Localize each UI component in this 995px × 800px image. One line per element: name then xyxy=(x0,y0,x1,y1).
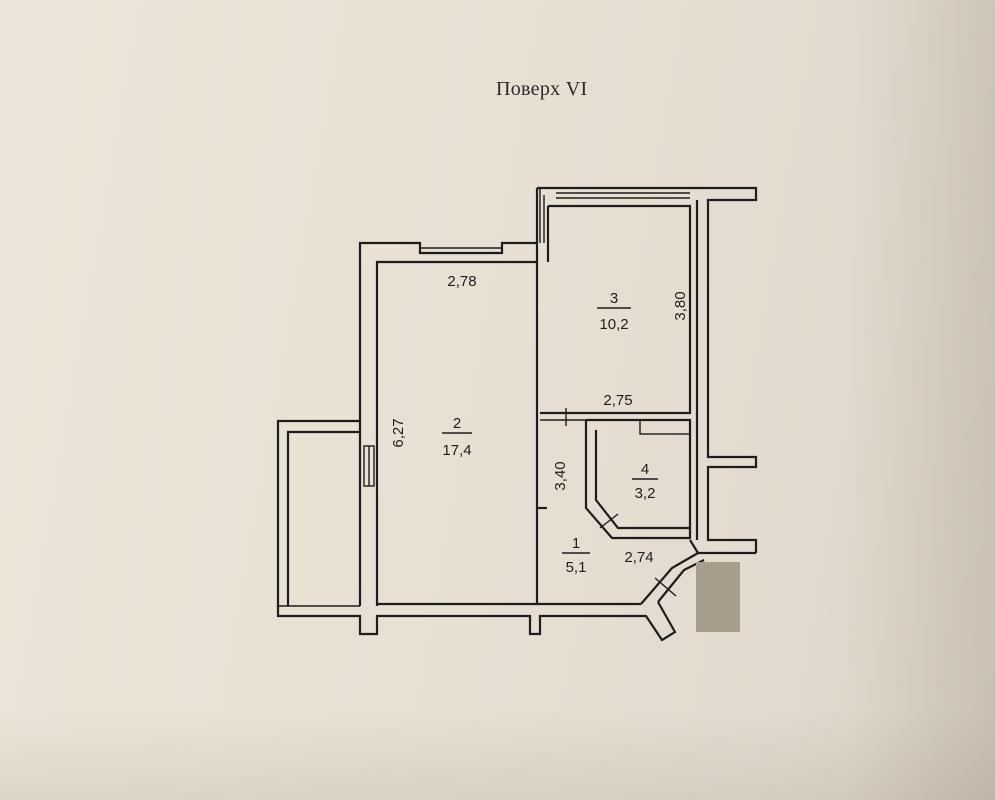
room-3-walls xyxy=(537,186,758,553)
page-shadow xyxy=(845,0,995,800)
room-3-number: 3 xyxy=(610,290,618,307)
room-3-width-label: 2,75 xyxy=(603,392,632,409)
hall-width-label: 2,74 xyxy=(624,549,653,566)
balcony-walls xyxy=(276,419,375,607)
room-3-label: 3 10,2 xyxy=(597,290,631,333)
room-4-walls xyxy=(584,418,692,540)
room-1-number: 1 xyxy=(572,535,580,552)
room-2-walls xyxy=(358,241,537,606)
room-2-width-label: 2,78 xyxy=(447,273,476,290)
room-1-area: 5,1 xyxy=(566,559,587,576)
page-shadow-bottom xyxy=(0,710,995,800)
room-2-label: 2 17,4 xyxy=(442,415,472,459)
hall-length-label: 3,40 xyxy=(552,461,569,490)
room-2-area: 17,4 xyxy=(442,442,471,459)
room-3-area: 10,2 xyxy=(599,316,628,333)
room-2-length-label: 6,27 xyxy=(390,418,407,447)
room-4-number: 4 xyxy=(641,461,649,478)
room-2-number: 2 xyxy=(453,415,461,432)
floor-title: Поверх VI xyxy=(496,78,588,100)
room-1-label: 1 5,1 xyxy=(562,535,590,576)
redacted-area xyxy=(696,562,740,632)
room-3-length-label: 3,80 xyxy=(672,291,689,320)
room-4-area: 3,2 xyxy=(635,485,656,502)
bottom-wall xyxy=(276,601,677,642)
partition-walls xyxy=(535,188,550,604)
room-4-label: 4 3,2 xyxy=(632,461,658,502)
